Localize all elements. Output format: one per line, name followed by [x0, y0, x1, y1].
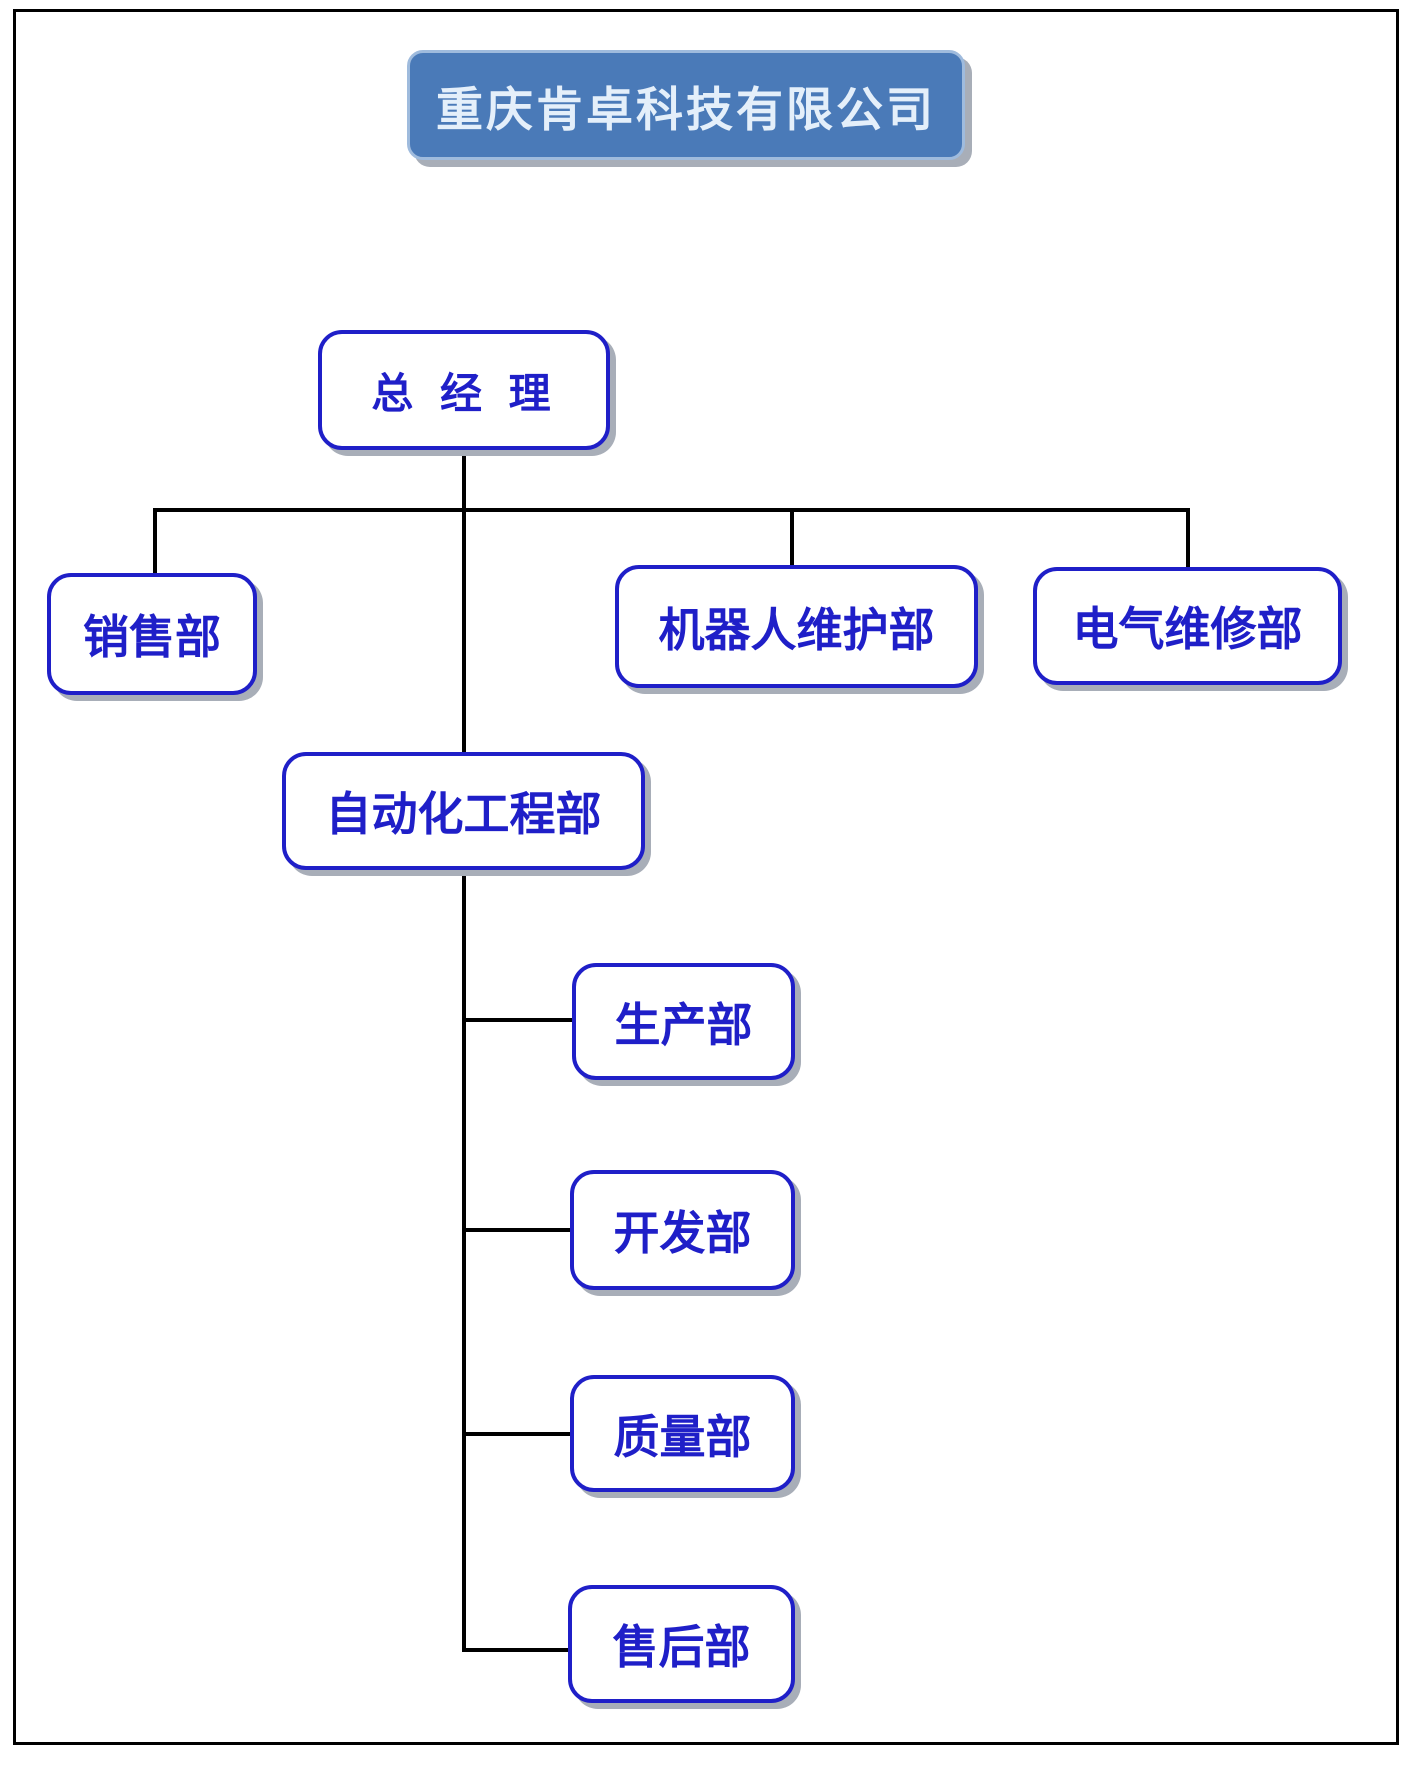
connector-stub-aftersales	[462, 1648, 568, 1652]
connector-gm-down	[462, 450, 466, 512]
node-quality-department: 质量部	[570, 1375, 795, 1492]
connector-center-to-automation	[462, 508, 466, 752]
node-production-department: 生产部	[572, 963, 795, 1080]
node-after-sales-department: 售后部	[568, 1585, 795, 1703]
connector-stub-development	[462, 1228, 570, 1232]
node-general-manager: 总 经 理	[318, 330, 610, 450]
connector-drop-robot	[790, 508, 794, 565]
connector-level1-horizontal	[153, 508, 1190, 512]
connector-automation-trunk	[462, 870, 466, 1652]
node-automation-engineering-department: 自动化工程部	[282, 752, 645, 870]
connector-stub-quality	[462, 1432, 570, 1436]
node-sales-department: 销售部	[47, 573, 257, 695]
node-electrical-repair-department: 电气维修部	[1033, 567, 1342, 685]
connector-stub-production	[462, 1018, 572, 1022]
connector-drop-electrical	[1186, 508, 1190, 567]
node-robot-maintenance-department: 机器人维护部	[615, 565, 978, 688]
company-title-banner: 重庆肯卓科技有限公司	[407, 50, 965, 160]
node-development-department: 开发部	[570, 1170, 795, 1290]
connector-drop-sales	[153, 508, 157, 573]
page-border	[13, 9, 1399, 1745]
